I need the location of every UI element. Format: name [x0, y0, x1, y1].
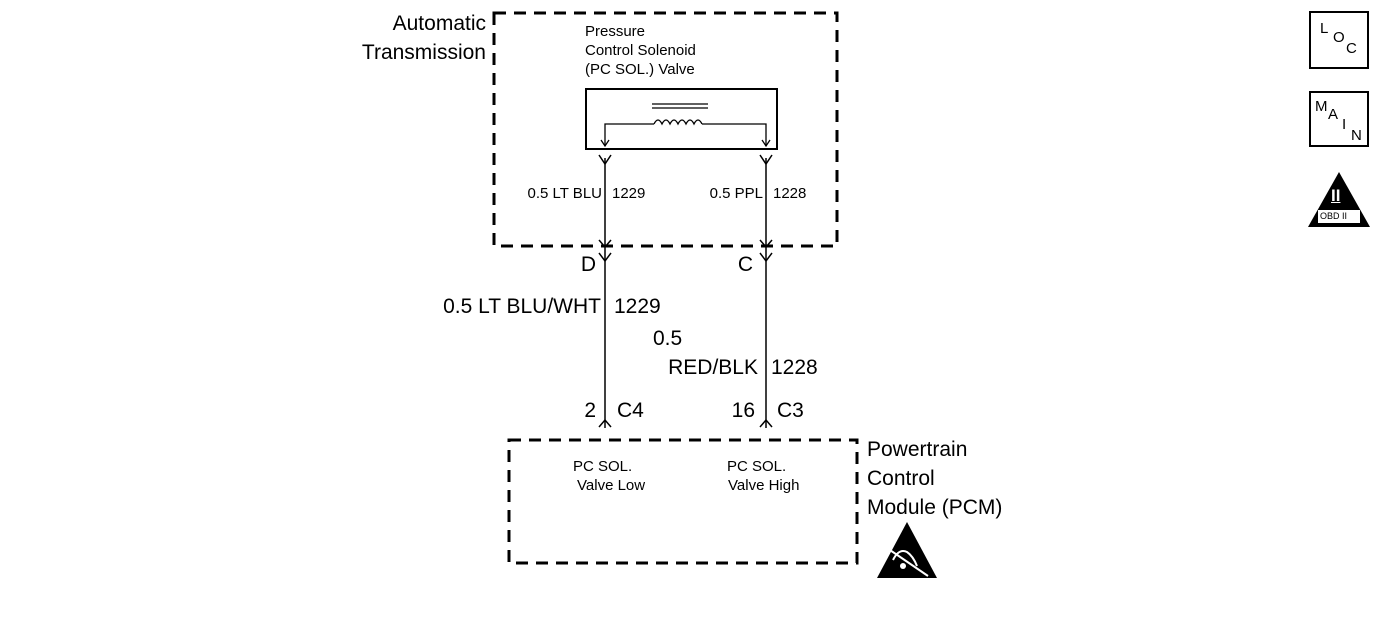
- wire-inner-left-circuit: 1229: [612, 185, 646, 202]
- transmission-label: Automatic Transmission: [361, 12, 486, 64]
- obd-ii-roman: II: [1331, 186, 1341, 205]
- wire-outer-right-color: RED/BLK: [668, 356, 758, 379]
- pcm-terminal-high: PC SOL. Valve High: [727, 458, 800, 494]
- wire-inner-left-label: 0.5 LT BLU: [527, 185, 603, 202]
- wire-outer-left-label: 0.5 LT BLU/WHT: [443, 295, 601, 318]
- obd-ii-icon: [1308, 172, 1370, 227]
- wire-outer-right-circuit: 1228: [771, 356, 818, 379]
- wire-inner-right-label: 0.5 PPL: [709, 185, 763, 202]
- wire-outer-right-gauge: 0.5: [653, 327, 683, 350]
- connector-c: C: [737, 253, 753, 276]
- pcm-label: Powertrain Control Module (PCM): [867, 438, 1003, 519]
- transmission-dashed-box: [492, 11, 839, 248]
- solenoid-coil-icon: [600, 103, 771, 148]
- pcm-dashed-box: [507, 438, 859, 565]
- pcm-pin-2: 2: [584, 399, 596, 422]
- pcm-terminal-low: PC SOL. Valve Low: [573, 458, 646, 494]
- connector-d: D: [580, 253, 596, 276]
- wire-1228: [759, 154, 773, 428]
- pcm-connector-c3: C3: [777, 399, 804, 422]
- esd-warning-icon: [877, 522, 937, 578]
- main-icon: M A I N: [1309, 91, 1369, 147]
- pcm-connector-c4: C4: [617, 399, 644, 422]
- solenoid-box: [585, 88, 778, 150]
- solenoid-label: Pressure Control Solenoid (PC SOL.) Valv…: [585, 23, 696, 78]
- loc-icon: L O C: [1309, 11, 1369, 69]
- wire-outer-left-circuit: 1229: [614, 295, 661, 318]
- obd-ii-text: OBD II: [1320, 211, 1348, 221]
- wire-inner-right-circuit: 1228: [773, 185, 807, 202]
- pcm-pin-16: 16: [731, 399, 755, 422]
- wire-1229: [598, 154, 612, 428]
